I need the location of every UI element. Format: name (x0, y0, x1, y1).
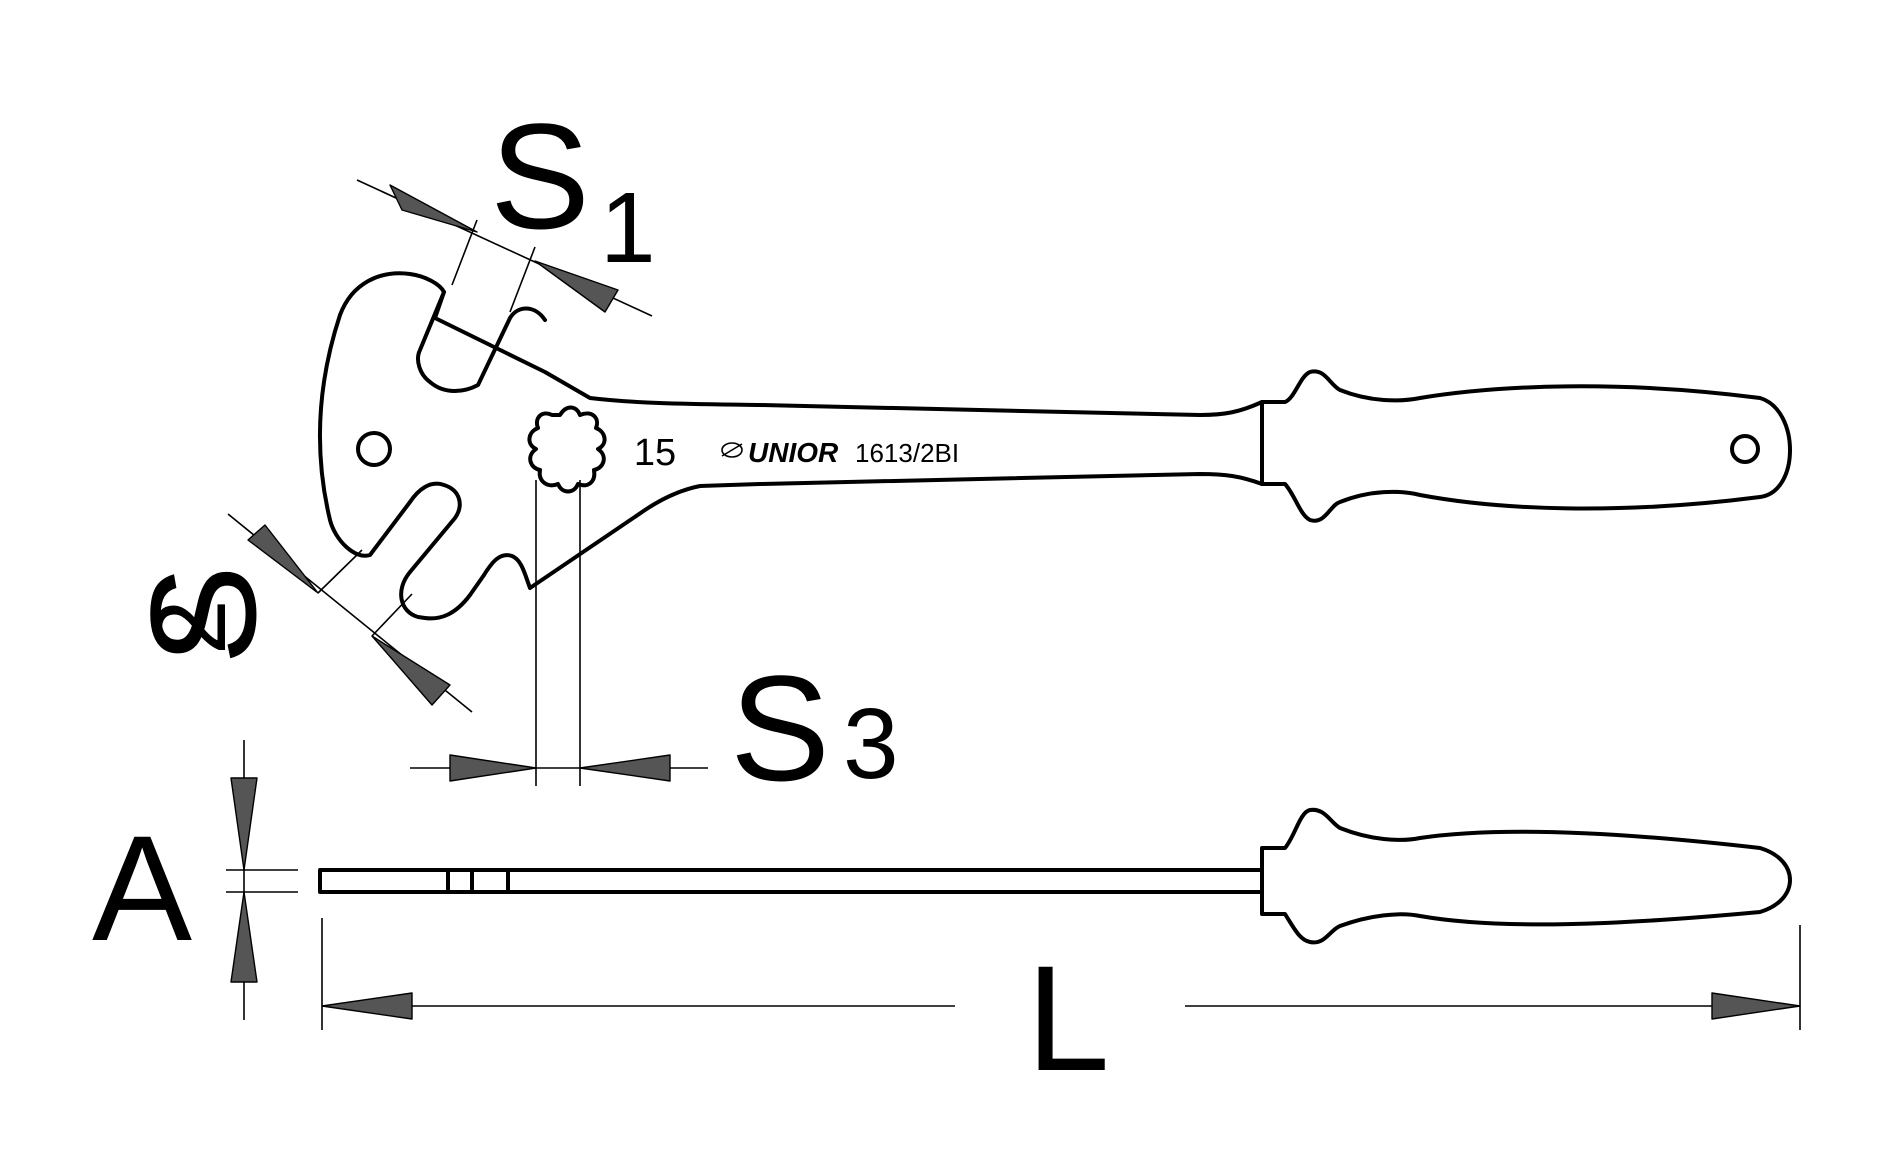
s3-arrow-left (449, 754, 537, 782)
brand-marking: UNIOR (748, 437, 839, 468)
wrench-head-body-outline (317, 271, 1264, 621)
side-view-blade (318, 868, 1264, 894)
s1-arrow-right (534, 260, 619, 313)
l-arrow-right (1711, 992, 1801, 1020)
s2-arrow-right (371, 635, 451, 706)
a-label: A (92, 804, 192, 972)
handle-grip-outline (1260, 369, 1792, 523)
model-marking: 1613/2BI (855, 438, 959, 468)
socket-serrated-outline (527, 405, 607, 494)
s2-subscript: 2 (135, 599, 247, 655)
dimension-l: L (321, 918, 1801, 1102)
dimension-s2: S 2 (119, 513, 473, 713)
dimension-s3: S 3 (410, 480, 899, 812)
unior-logo-icon (721, 442, 743, 458)
unior-logo: UNIOR (721, 437, 839, 468)
side-view-grip-outline (1260, 807, 1792, 945)
s1-arrow-left (389, 184, 478, 233)
s1-label: S (490, 92, 590, 260)
handle-hole (1730, 434, 1760, 464)
s3-subscript: 3 (843, 688, 899, 800)
wrench-side-view (318, 807, 1792, 945)
s3-arrow-right (579, 754, 671, 782)
s2-arrow-left (247, 524, 319, 594)
a-arrow-top (230, 777, 258, 871)
dimension-a: A (92, 740, 298, 1020)
s1-subscript: 1 (600, 172, 656, 284)
upper-slot-outline (416, 290, 547, 393)
s3-label: S (730, 644, 830, 812)
wrench-top-view: 15 UNIOR 1613/2BI (317, 271, 1792, 621)
head-hole (356, 431, 392, 467)
l-arrow-left (321, 992, 413, 1020)
a-arrow-bottom (230, 891, 258, 983)
s2-label: S (119, 565, 287, 665)
size-marking: 15 (634, 432, 676, 474)
l-label: L (1026, 934, 1109, 1102)
dimension-s1: S 1 (356, 92, 656, 317)
